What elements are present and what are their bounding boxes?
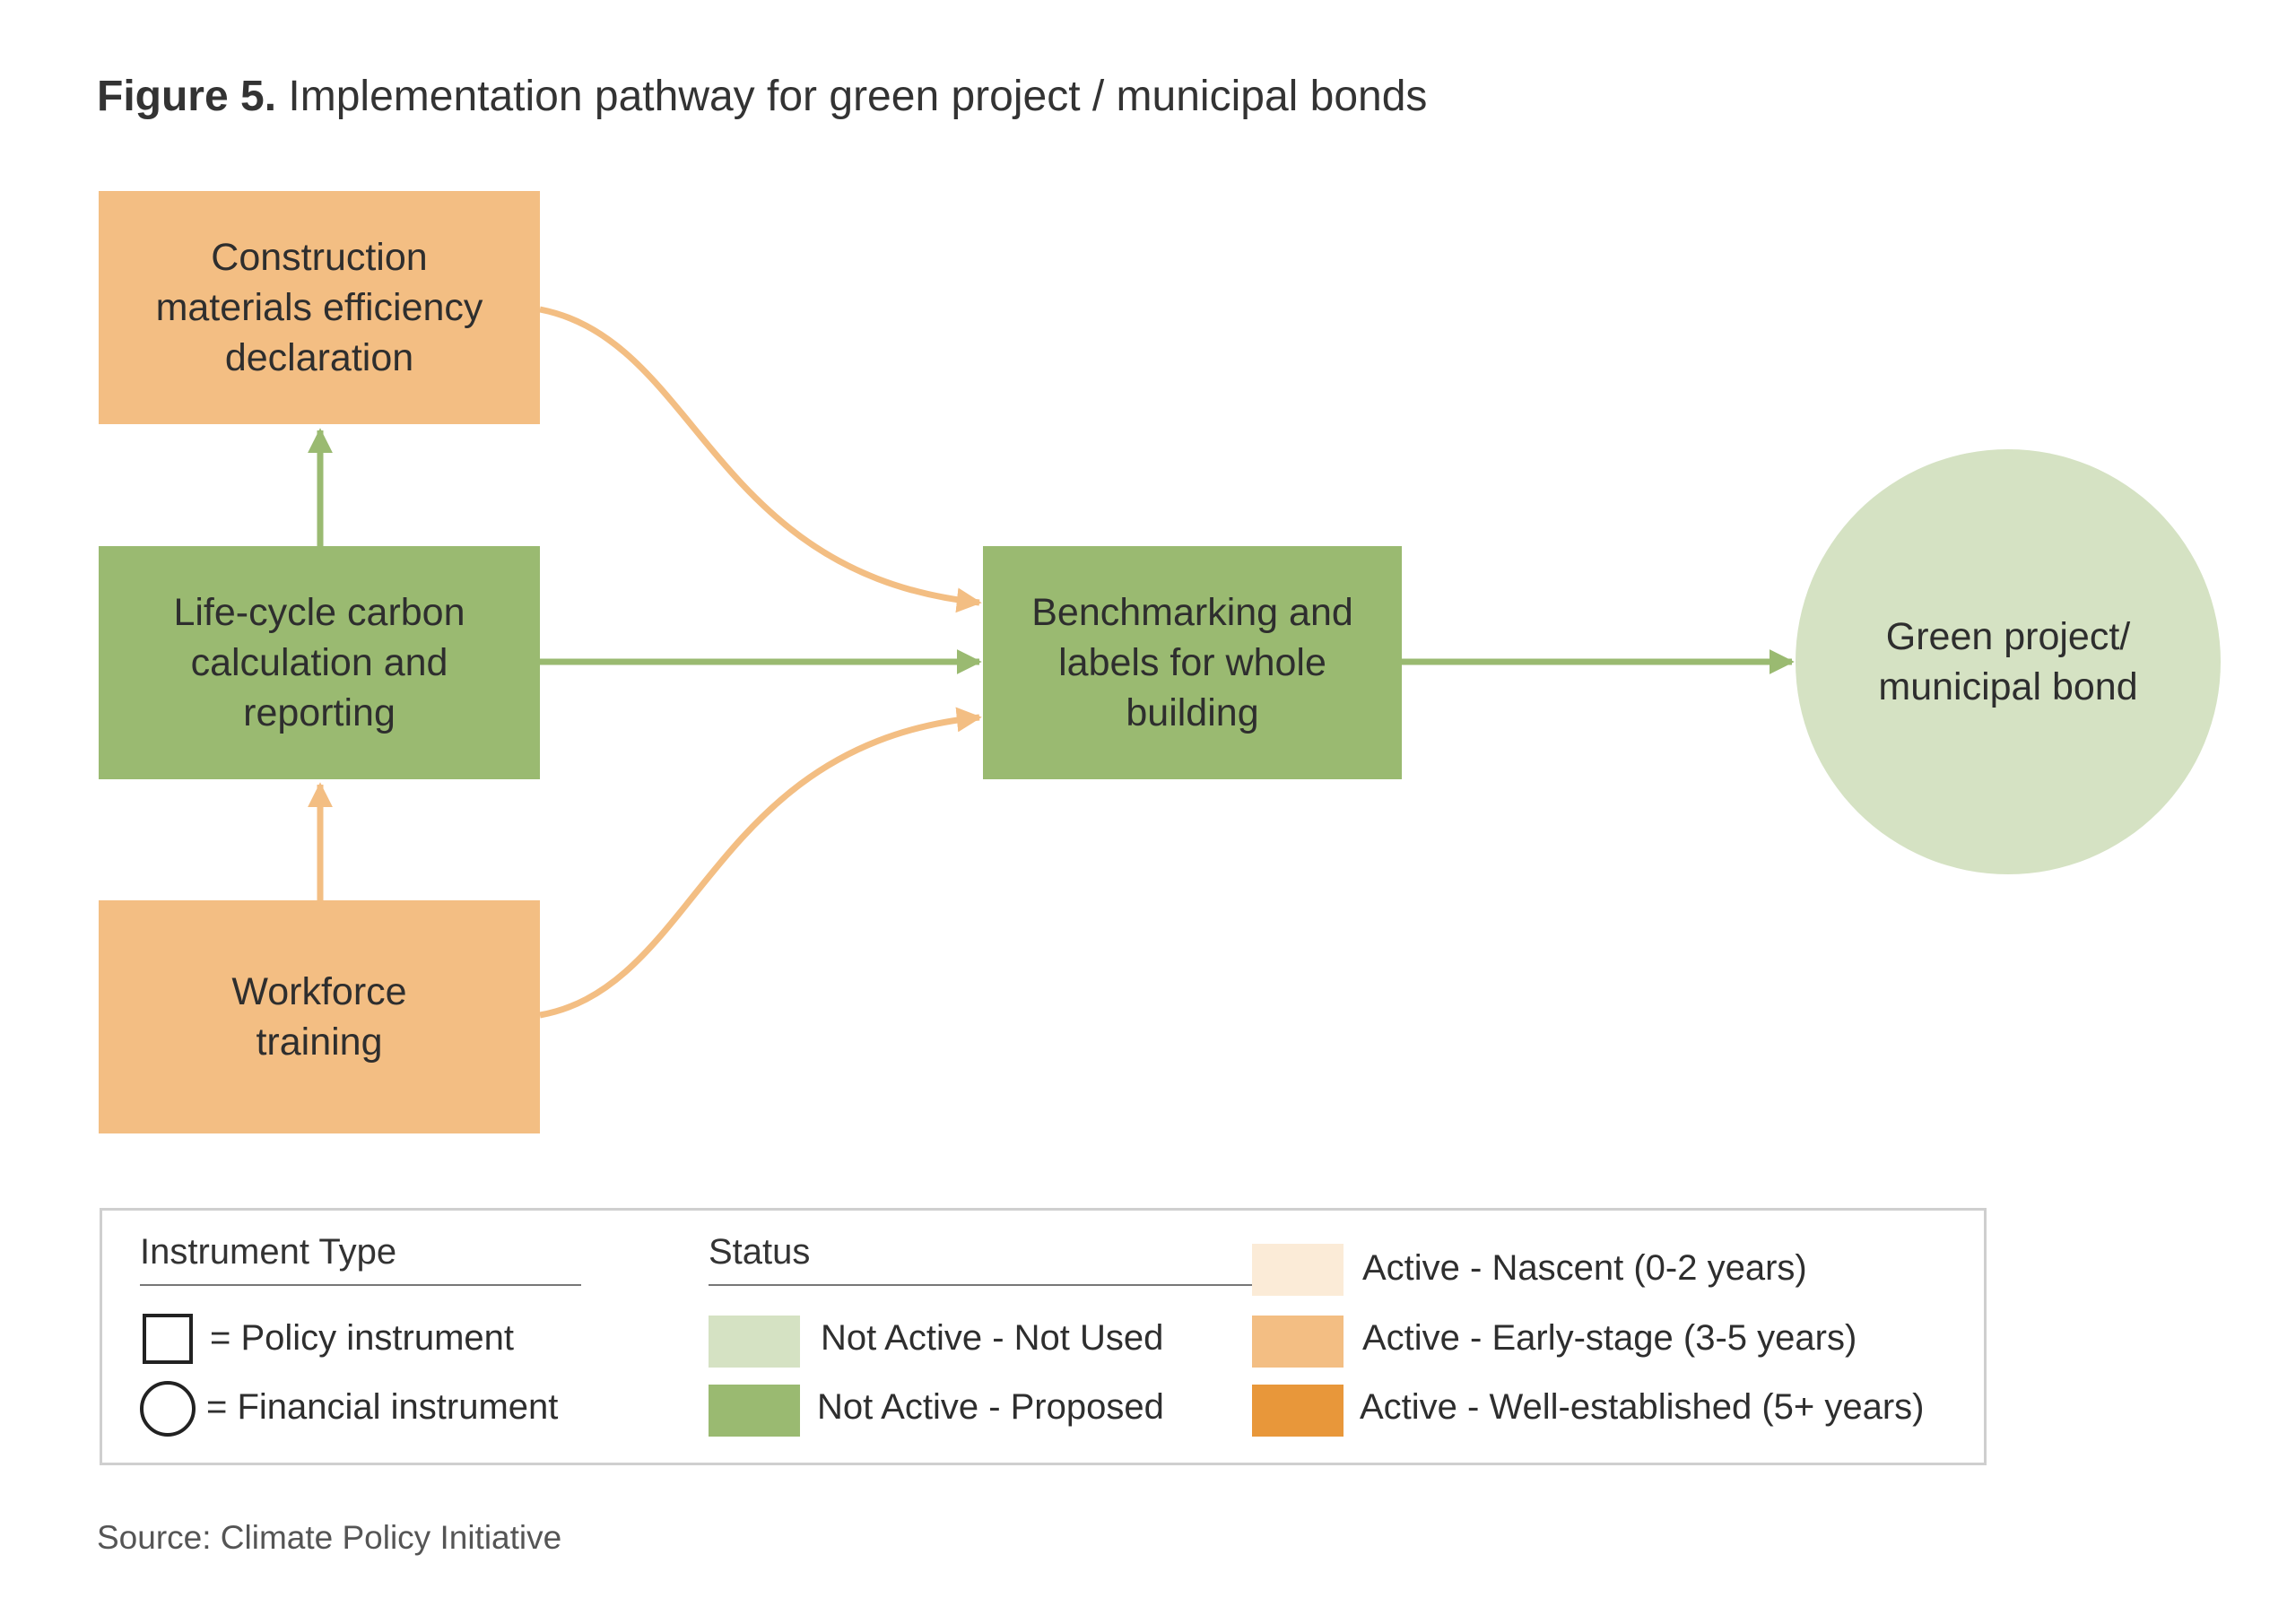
legend-policy-text: = Policy instrument (210, 1318, 515, 1358)
edge-workforce-to-benchmarking (539, 707, 982, 1019)
legend-not-used-text: Not Active - Not Used (821, 1318, 1164, 1358)
legend-proposed-text: Not Active - Proposed (817, 1387, 1164, 1427)
legend-status-rule (709, 1284, 1283, 1286)
swatch-nascent (1252, 1244, 1344, 1296)
swatch-early (1252, 1316, 1344, 1368)
legend-financial-text: = Financial instrument (206, 1387, 559, 1427)
figure-title: Figure 5. Implementation pathway for gre… (97, 72, 1427, 121)
legend-established-text: Active - Well-established (5+ years) (1360, 1387, 1925, 1427)
swatch-established (1252, 1385, 1344, 1437)
node-lifecycle-label: Life-cycle carbon calculation and report… (173, 591, 465, 734)
node-bond-label: Green project/ municipal bond (1878, 615, 2138, 708)
legend-nascent-text: Active - Nascent (0-2 years) (1362, 1248, 1807, 1288)
square-icon (143, 1314, 193, 1364)
legend-instrument-rule (140, 1284, 581, 1286)
node-construction-label: Construction materials efficiency declar… (155, 236, 483, 379)
node-benchmarking: Benchmarking and labels for whole buildi… (983, 546, 1402, 779)
node-bond: Green project/ municipal bond (1796, 449, 2221, 874)
legend-status-heading: Status (709, 1232, 811, 1272)
node-benchmarking-label: Benchmarking and labels for whole buildi… (1031, 591, 1353, 734)
legend-early-text: Active - Early-stage (3-5 years) (1362, 1318, 1857, 1358)
node-lifecycle: Life-cycle carbon calculation and report… (99, 546, 540, 779)
figure-label: Figure 5. (97, 73, 277, 120)
swatch-proposed (709, 1385, 800, 1437)
node-workforce-label: Workforce training (231, 970, 407, 1064)
legend: Instrument Type = Policy instrument = Fi… (100, 1208, 1987, 1465)
source-note: Source: Climate Policy Initiative (97, 1519, 562, 1556)
node-construction: Construction materials efficiency declar… (99, 191, 540, 424)
node-workforce: Workforce training (99, 900, 540, 1133)
circle-icon (140, 1381, 196, 1437)
figure-title-text: Implementation pathway for green project… (288, 73, 1428, 120)
swatch-not-used (709, 1316, 800, 1368)
legend-instrument-heading: Instrument Type (140, 1232, 397, 1272)
edge-construction-to-benchmarking (539, 306, 982, 613)
